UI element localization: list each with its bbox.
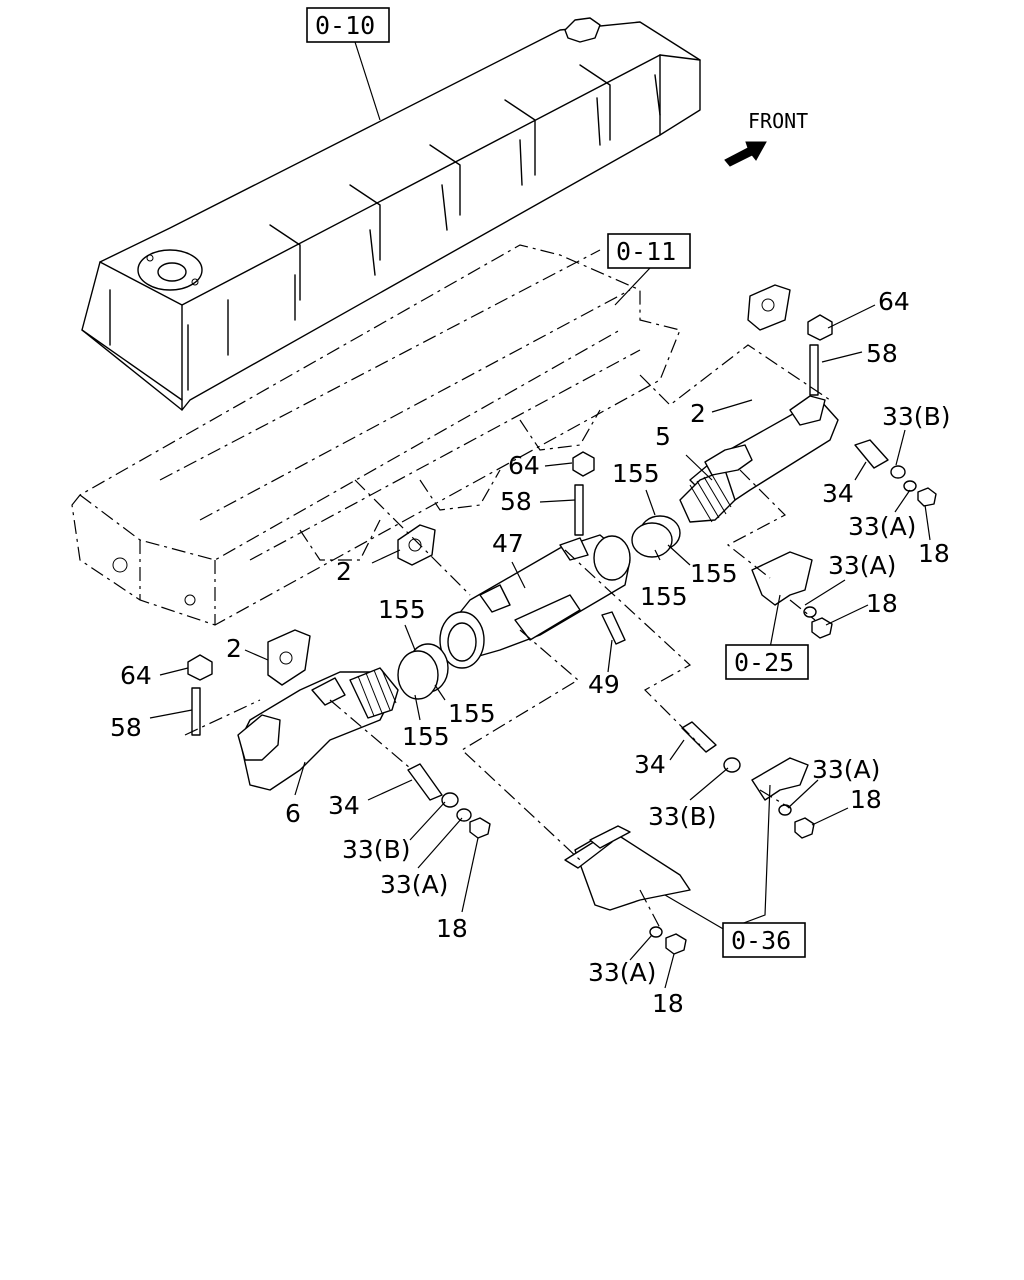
nut-18-bottom[interactable] — [665, 933, 687, 955]
ref-0-10[interactable]: 0-10 — [315, 11, 375, 40]
label-34-center: 34 — [634, 750, 666, 779]
label-33b-center: 33(B) — [648, 802, 716, 831]
label-33b-right: 33(B) — [882, 402, 950, 431]
label-155-f: 155 — [402, 722, 450, 751]
ref-0-25[interactable]: 0-25 — [734, 648, 794, 677]
washer-33b-left[interactable] — [441, 792, 459, 808]
gasket-2-center[interactable] — [397, 524, 436, 566]
stud-58-left[interactable] — [191, 687, 201, 736]
label-5: 5 — [655, 422, 671, 451]
label-155-e: 155 — [448, 699, 496, 728]
label-33b-left: 33(B) — [342, 835, 410, 864]
nut-64-top[interactable] — [807, 314, 833, 341]
label-18-left: 18 — [436, 914, 468, 943]
label-33a-bottom: 33(A) — [588, 958, 656, 987]
label-155-a: 155 — [612, 459, 660, 488]
nut-18-small[interactable] — [794, 817, 815, 839]
label-2-center: 2 — [336, 557, 352, 586]
spacer-34-right[interactable] — [854, 439, 889, 469]
label-34-right: 34 — [822, 479, 854, 508]
label-33a-bracket: 33(A) — [828, 551, 896, 580]
valve-cover — [81, 17, 701, 411]
label-33a-small: 33(A) — [812, 755, 880, 784]
gasket-2-top[interactable] — [747, 284, 791, 331]
label-18-bracket: 18 — [866, 589, 898, 618]
spacer-34-left[interactable] — [407, 763, 443, 801]
bracket-small-right[interactable] — [751, 757, 809, 801]
label-155-c: 155 — [690, 559, 738, 588]
nut-64-center[interactable] — [572, 451, 595, 477]
label-2-top: 2 — [690, 399, 706, 428]
gasket-2-left[interactable] — [267, 629, 311, 686]
label-2-left: 2 — [226, 634, 242, 663]
label-58-left: 58 — [110, 713, 142, 742]
label-6: 6 — [285, 799, 301, 828]
stud-58-top[interactable] — [809, 344, 819, 396]
seal-ring-155-right-b[interactable] — [631, 522, 673, 558]
bracket-0-25[interactable] — [751, 551, 813, 606]
nut-18-bracket[interactable] — [811, 617, 833, 639]
ref-box-0-11[interactable] — [607, 233, 691, 269]
label-47: 47 — [492, 529, 524, 558]
front-arrow-icon — [724, 141, 767, 167]
label-64-top: 64 — [878, 287, 910, 316]
washer-33a-left[interactable] — [456, 808, 472, 822]
label-155-b: 155 — [640, 582, 688, 611]
washer-33b-right[interactable] — [890, 465, 906, 479]
label-64-center: 64 — [508, 451, 540, 480]
ref-0-36[interactable]: 0-36 — [731, 926, 791, 955]
label-33a-right: 33(A) — [848, 512, 916, 541]
label-49: 49 — [588, 670, 620, 699]
ref-0-11[interactable]: 0-11 — [616, 237, 676, 266]
label-155-d: 155 — [378, 595, 426, 624]
bracket-0-36[interactable] — [564, 825, 691, 911]
label-58-center: 58 — [500, 487, 532, 516]
exhaust-pipe-6[interactable] — [237, 667, 399, 791]
exhaust-pipe-47[interactable] — [439, 534, 631, 669]
stud-58-center[interactable] — [574, 484, 584, 536]
label-33a-left: 33(A) — [380, 870, 448, 899]
nut-18-right[interactable] — [917, 487, 937, 507]
washer-33a-bottom[interactable] — [649, 926, 663, 938]
label-18-bottom: 18 — [652, 989, 684, 1018]
ref-box-0-25[interactable] — [725, 644, 809, 680]
cylinder-head — [71, 244, 681, 626]
label-64-left: 64 — [120, 661, 152, 690]
nut-64-left[interactable] — [187, 654, 213, 681]
label-34-left: 34 — [328, 791, 360, 820]
label-58-top: 58 — [866, 339, 898, 368]
label-18-small: 18 — [850, 785, 882, 814]
seal-ring-155-left-b[interactable] — [397, 650, 439, 700]
spacer-34-center[interactable] — [681, 721, 717, 753]
ref-box-0-10[interactable] — [306, 7, 390, 43]
washer-33a-right[interactable] — [903, 480, 917, 492]
washer-33a-bracket[interactable] — [803, 606, 817, 618]
nut-18-left[interactable] — [469, 817, 491, 839]
exhaust-pipe-5[interactable] — [679, 395, 839, 523]
front-label: FRONT — [748, 109, 808, 133]
ref-box-0-36[interactable] — [722, 922, 806, 958]
label-18-right: 18 — [918, 539, 950, 568]
stud-49[interactable] — [601, 611, 626, 645]
